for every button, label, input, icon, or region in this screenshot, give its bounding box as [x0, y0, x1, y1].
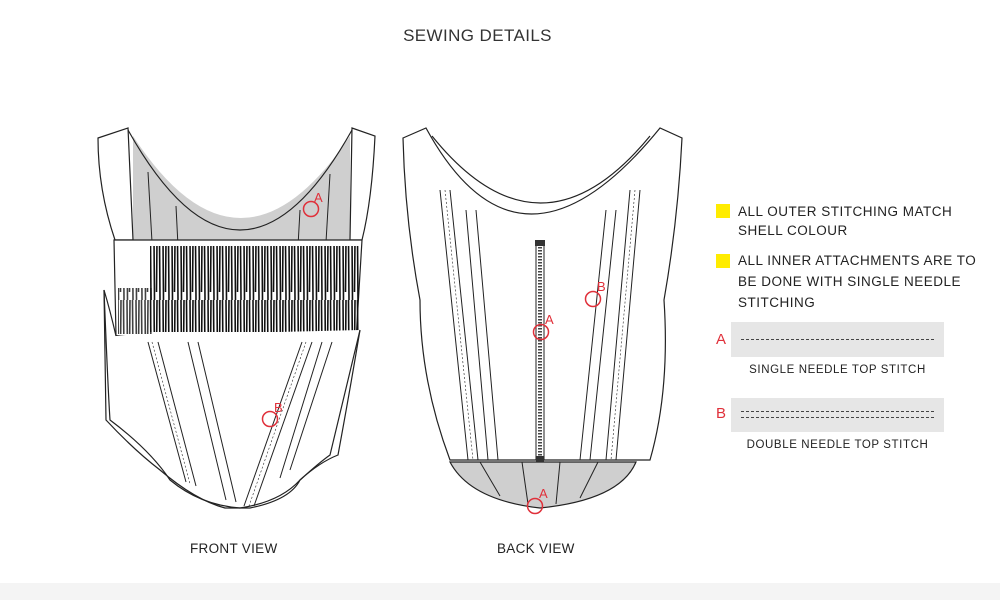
- front-neckline: [127, 129, 353, 231]
- page-title: SEWING DETAILS: [403, 26, 552, 45]
- stitch-b-caption: DOUBLE NEEDLE TOP STITCH: [746, 439, 929, 451]
- footer-bar: [0, 583, 1000, 600]
- front-view-label: FRONT VIEW: [190, 541, 278, 556]
- yellow-swatch-icon: [716, 254, 730, 268]
- stitch-b-letter: B: [716, 405, 727, 422]
- note-outer-stitching-text: ALL OUTER STITCHING MATCH SHELL COLOUR: [738, 204, 953, 238]
- note-inner-attachments-text: ALL INNER ATTACHMENTS ARE TO BE DONE WIT…: [738, 253, 977, 310]
- double-needle-stitch-sample: [731, 398, 944, 432]
- back-marker-a-hem: [526, 497, 544, 515]
- front-inner-lining: [133, 136, 350, 242]
- front-marker-b-letter: B: [274, 400, 283, 415]
- back-marker-a-zip-letter: A: [545, 312, 554, 327]
- front-marker-b: [261, 410, 279, 428]
- front-left-strap: [97, 127, 134, 241]
- back-bottom-lining: [449, 461, 637, 509]
- stitch-a-caption: SINGLE NEEDLE TOP STITCH: [749, 364, 926, 376]
- stitch-a-letter: A: [716, 331, 727, 348]
- back-marker-b: [584, 290, 602, 308]
- back-marker-b-letter: B: [597, 279, 606, 294]
- back-view-label: BACK VIEW: [497, 541, 575, 556]
- yellow-swatch-icon: [716, 204, 730, 218]
- single-needle-stitch-sample: [731, 322, 944, 357]
- front-view-drawing: [97, 127, 376, 509]
- back-marker-a-hem-letter: A: [539, 486, 548, 501]
- back-marker-a-zip: [532, 323, 550, 341]
- back-view-drawing: [402, 127, 683, 509]
- front-right-strap: [349, 127, 376, 241]
- front-marker-a-letter: A: [314, 190, 323, 205]
- front-marker-a: [302, 200, 320, 218]
